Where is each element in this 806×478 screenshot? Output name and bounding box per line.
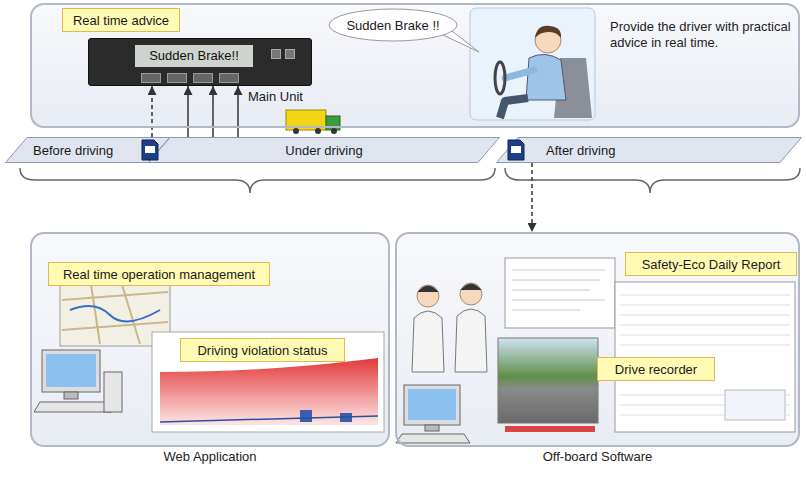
yellow-label-box: Safety-Eco Daily Report [625, 252, 797, 276]
panel-ground [30, 232, 390, 447]
panel-ground [30, 3, 800, 128]
box-label: Under driving [285, 143, 362, 158]
main-unit-device: Sudden Brake!! [88, 38, 312, 86]
connector-arrow [531, 163, 533, 232]
brace [505, 168, 800, 193]
panel-heading: Off-board Software [397, 449, 798, 464]
box-label: Safety-Eco Daily Report [642, 257, 781, 272]
yellow-label-box: Driving violation status [180, 338, 345, 362]
panel-heading: Web Application [32, 449, 388, 464]
speech-bubble: Sudden Brake !! [328, 8, 458, 42]
software-panel: Off-board SoftwareSafety-Eco Daily Repor… [395, 232, 800, 447]
timeline-band: Before driving [5, 137, 170, 163]
report-screens [498, 258, 795, 432]
box-label: Sudden Brake !! [346, 18, 439, 33]
connector-arrow [212, 86, 214, 137]
device-button [285, 49, 295, 59]
connector-arrow [151, 86, 153, 137]
box-label: Before driving [33, 143, 113, 158]
box-label: Real time advice [73, 13, 169, 28]
sd-card-icon [508, 140, 524, 160]
panel-ground [395, 232, 800, 447]
yellow-label-box: Real time operation management [48, 262, 270, 286]
people-illustration [412, 283, 487, 372]
band-shape [496, 137, 802, 163]
software-panel: Web ApplicationReal time operation manag… [30, 232, 390, 447]
yellow-label-box: Real time advice [62, 8, 180, 32]
part-label: Main Unit [248, 89, 303, 104]
band-outline [6, 138, 170, 163]
sd-card-icon [142, 140, 158, 160]
connector-arrow [187, 86, 189, 137]
device-button [271, 49, 281, 59]
device-button [167, 73, 187, 83]
truck-icon [286, 110, 340, 134]
band-outline [149, 138, 500, 163]
box-label: Sudden Brake!! [135, 45, 253, 67]
box-label: Real time operation management [63, 267, 255, 282]
bubble-outline [329, 9, 457, 41]
connector-arrow [237, 86, 239, 137]
device-button [219, 73, 239, 83]
device-button [193, 73, 213, 83]
timeline-band: Under driving [148, 137, 500, 163]
panel-note: Provide the driver with practical advice… [610, 19, 796, 51]
box-label: After driving [546, 143, 615, 158]
driver-illustration [441, 8, 595, 120]
timeline-band: After driving [496, 137, 802, 163]
advice-panel: Provide the driver with practical advice… [30, 3, 800, 128]
box-label: Driving violation status [197, 343, 327, 358]
computer-icon [34, 350, 122, 412]
box-label: Drive recorder [615, 362, 697, 377]
yellow-label-box: Drive recorder [597, 357, 715, 381]
band-outline [497, 138, 802, 163]
device-button [141, 73, 161, 83]
computer-icon [396, 385, 470, 443]
chart-screen [152, 332, 384, 432]
brace [20, 168, 495, 193]
